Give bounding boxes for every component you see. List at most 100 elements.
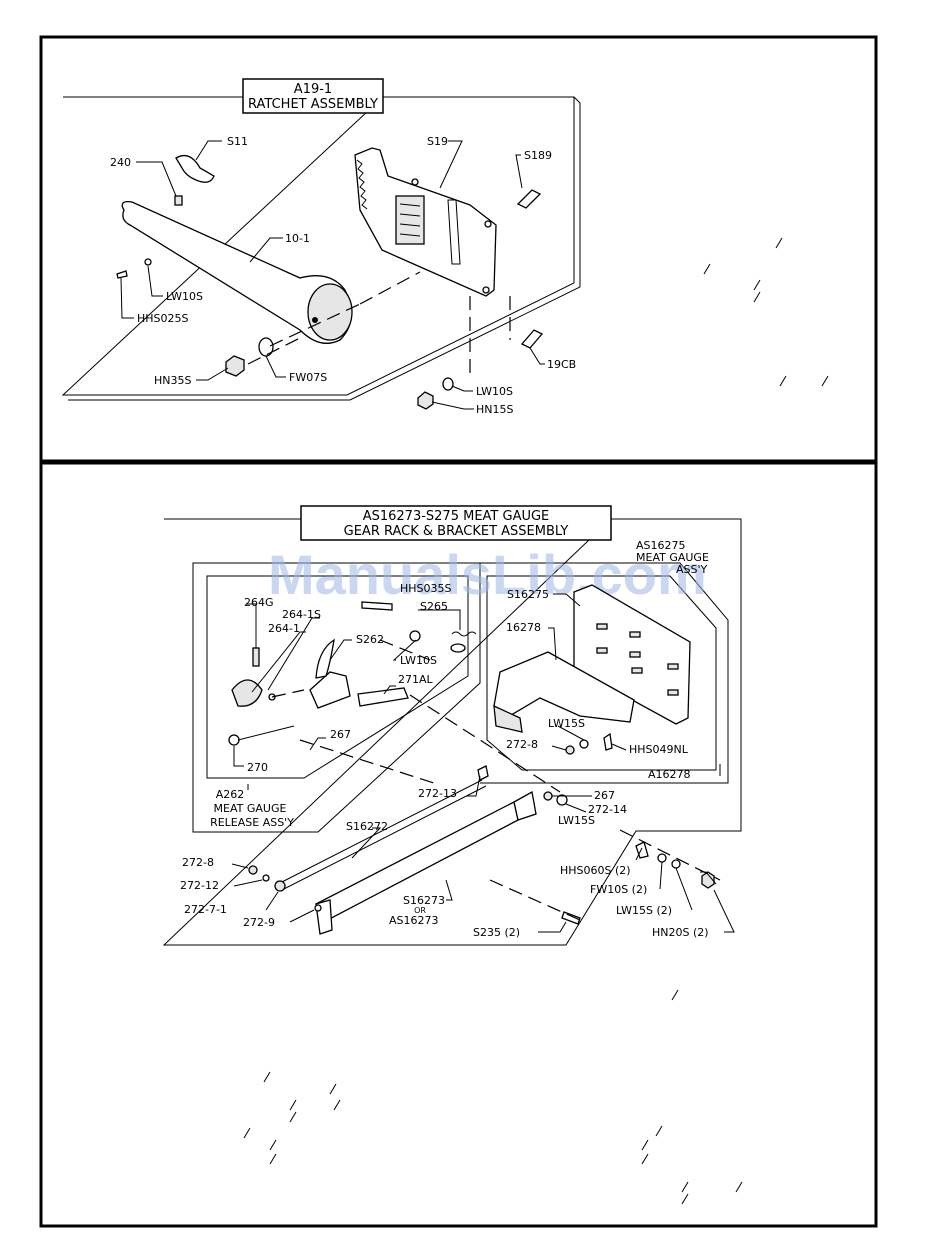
washer-lw15s-a (579, 739, 589, 749)
leader-hn35s (196, 367, 229, 381)
label-267-b: 267 (594, 789, 615, 802)
top-panel-frame (39, 35, 878, 463)
gear-rack-s16272 (277, 779, 487, 891)
knob-264-1 (231, 679, 263, 707)
meat-gauge-title-line1: AS16273-S275 MEAT GAUGE (363, 509, 550, 524)
stray-marks-top (703, 237, 829, 387)
meat-gauge-title-box (300, 505, 612, 541)
part-272-7-1 (274, 880, 286, 892)
pin-264g (252, 647, 260, 667)
label-lw15s-c: LW15S (2) (616, 904, 672, 917)
ratchet-title-line1: A19-1 (294, 82, 332, 97)
label-270: 270 (247, 761, 268, 774)
plate-hole-2 (484, 220, 492, 228)
label-240: 240 (110, 156, 131, 169)
washer-lw10s-b (442, 377, 454, 391)
leader-s235 (538, 921, 567, 933)
pin-240 (174, 195, 183, 206)
release-box-inner (206, 575, 469, 779)
gauge-box-outer (480, 562, 729, 784)
label-264-1: 264-1 (268, 622, 300, 635)
ratchet-title-line2: RATCHET ASSEMBLY (248, 97, 378, 112)
leader-hn15s (431, 401, 474, 410)
rod-271al (357, 687, 409, 707)
label-lw15s-a: LW15S (548, 717, 585, 730)
label-lw10s: LW10S (400, 654, 437, 667)
leader-271al (383, 685, 396, 695)
leader-267-a (309, 737, 326, 751)
label-s189: S189 (524, 149, 552, 162)
label-lw10s-b: LW10S (476, 385, 513, 398)
label-as16275: AS16275 (636, 539, 686, 552)
label-272-8-a: 272-8 (506, 738, 538, 751)
label-hn15s: HN15S (476, 403, 513, 416)
meat-gauge-title-line2: GEAR RACK & BRACKET ASSEMBLY (344, 524, 569, 539)
ratchet-title-box (242, 78, 384, 114)
screw-19cb (520, 329, 544, 349)
label-lw15s-b: LW15S (558, 814, 595, 827)
ratchet-hub (307, 283, 353, 341)
leader-19cb (529, 347, 545, 365)
label-a262: A262 (216, 788, 245, 801)
leader-hardware (635, 847, 693, 911)
leader-hhs049nl (611, 743, 627, 751)
watermark: ManualsLib.com (268, 543, 707, 606)
ratchet-plate-s19 (354, 147, 497, 297)
spring-s265 (451, 631, 477, 637)
label-release-meat-gauge: MEAT GAUGE (214, 802, 287, 815)
label-hhs025s: HHS025S (137, 312, 189, 325)
nut-hn20s (701, 871, 715, 889)
label-271al: 271AL (398, 673, 434, 686)
label-s235: S235 (2) (473, 926, 520, 939)
label-hn20s: HN20S (2) (652, 926, 709, 939)
leader-hn20s (700, 871, 735, 933)
label-or: OR (414, 906, 426, 915)
label-meat-gauge-top: MEAT GAUGE (636, 551, 709, 564)
ratchet-teeth (356, 159, 368, 210)
label-267-a: 267 (330, 728, 351, 741)
label-fw10s: FW10S (2) (590, 883, 647, 896)
label-272-13: 272-13 (418, 787, 457, 800)
leader-264-1s (267, 617, 320, 691)
label-272-9: 272-9 (243, 916, 275, 929)
leader-s262 (329, 639, 352, 661)
label-s11: S11 (227, 135, 248, 148)
leader-fw07s (265, 355, 286, 378)
ratchet-box-shadow (68, 96, 581, 401)
plate-hole-1 (411, 178, 419, 186)
part-272-8-a (565, 745, 575, 755)
screw-hhs049nl (603, 732, 613, 751)
ratchet-slot (447, 199, 461, 265)
leader-264g (246, 603, 257, 648)
label-10-1: 10-1 (285, 232, 310, 245)
leader-lw10s-a (147, 265, 163, 297)
label-a16278: A16278 (648, 768, 691, 781)
ratchet-block-ridges (399, 203, 421, 237)
meat-gauge-box-outline (162, 518, 742, 946)
leader-lw10s (392, 639, 417, 661)
screw-s189 (516, 189, 542, 209)
nut-hn35s (225, 355, 245, 377)
leader-272-8-b (231, 863, 249, 869)
label-s262: S262 (356, 633, 384, 646)
label-s16272: S16272 (346, 820, 388, 833)
leader-272-7-1 (265, 891, 279, 911)
label-assy-top: ASS'Y (676, 563, 708, 576)
leader-s265 (418, 609, 461, 630)
washer-lw15s-c (671, 859, 681, 869)
label-16278: 16278 (506, 621, 541, 634)
label-hhs049nl: HHS049NL (629, 743, 689, 756)
label-fw07s: FW07S (289, 371, 327, 384)
leader-lw10s-b (451, 385, 473, 392)
ratchet-centerline (247, 271, 421, 365)
gauge-box-inner (486, 575, 717, 771)
leader-272-13 (466, 775, 481, 797)
label-264-1s: 264-1S (282, 608, 321, 621)
label-272-7-1: 272-7-1 (184, 903, 227, 916)
leader-hhs025s (120, 277, 134, 319)
label-hhs035s: HHS035S (400, 582, 452, 595)
part-267-b (543, 791, 553, 801)
leader-272-14 (565, 803, 587, 813)
leader-272-12 (233, 879, 263, 887)
